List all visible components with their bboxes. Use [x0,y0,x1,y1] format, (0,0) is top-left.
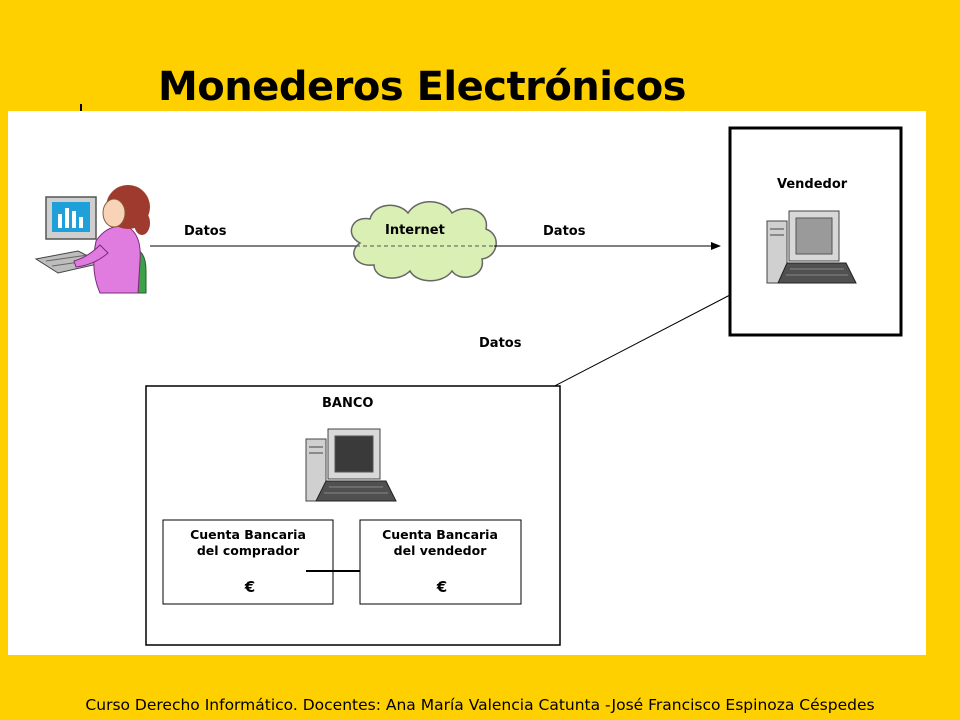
cuenta-vendedor-line1: Cuenta Bancaria [382,527,498,542]
banco-computer-icon [305,428,397,502]
datos-mid-label: Datos [479,336,522,351]
datos-left-label: Datos [184,224,227,239]
vendedor-computer-icon [766,210,857,284]
vendedor-title: Vendedor [777,177,848,192]
internet-cloud-icon [350,201,497,282]
cuenta-comprador-line2: del comprador [197,543,300,558]
cuenta-comprador-line1: Cuenta Bancaria [190,527,306,542]
user-computer-icon [34,185,150,294]
internet-label: Internet [385,223,445,238]
cuenta-comprador-box [162,519,334,605]
banco-box [145,385,561,646]
cuenta-vendedor-line2: del vendedor [394,543,488,558]
slide-footer: Curso Derecho Informático. Docentes: Ana… [85,696,875,714]
cuenta-vendedor-currency: € [436,578,447,596]
datos-right-label: Datos [543,224,586,239]
diagram-panel: Datos Internet Datos Vendedor Datos [8,111,926,655]
cuenta-comprador-currency: € [244,578,255,596]
slide-title: Monederos Electrónicos [158,64,686,110]
diagram-svg: Datos Internet Datos Vendedor Datos [34,126,903,646]
cuenta-vendedor-box [359,519,522,605]
banco-title: BANCO [322,396,373,411]
bullet-mark [80,104,82,114]
